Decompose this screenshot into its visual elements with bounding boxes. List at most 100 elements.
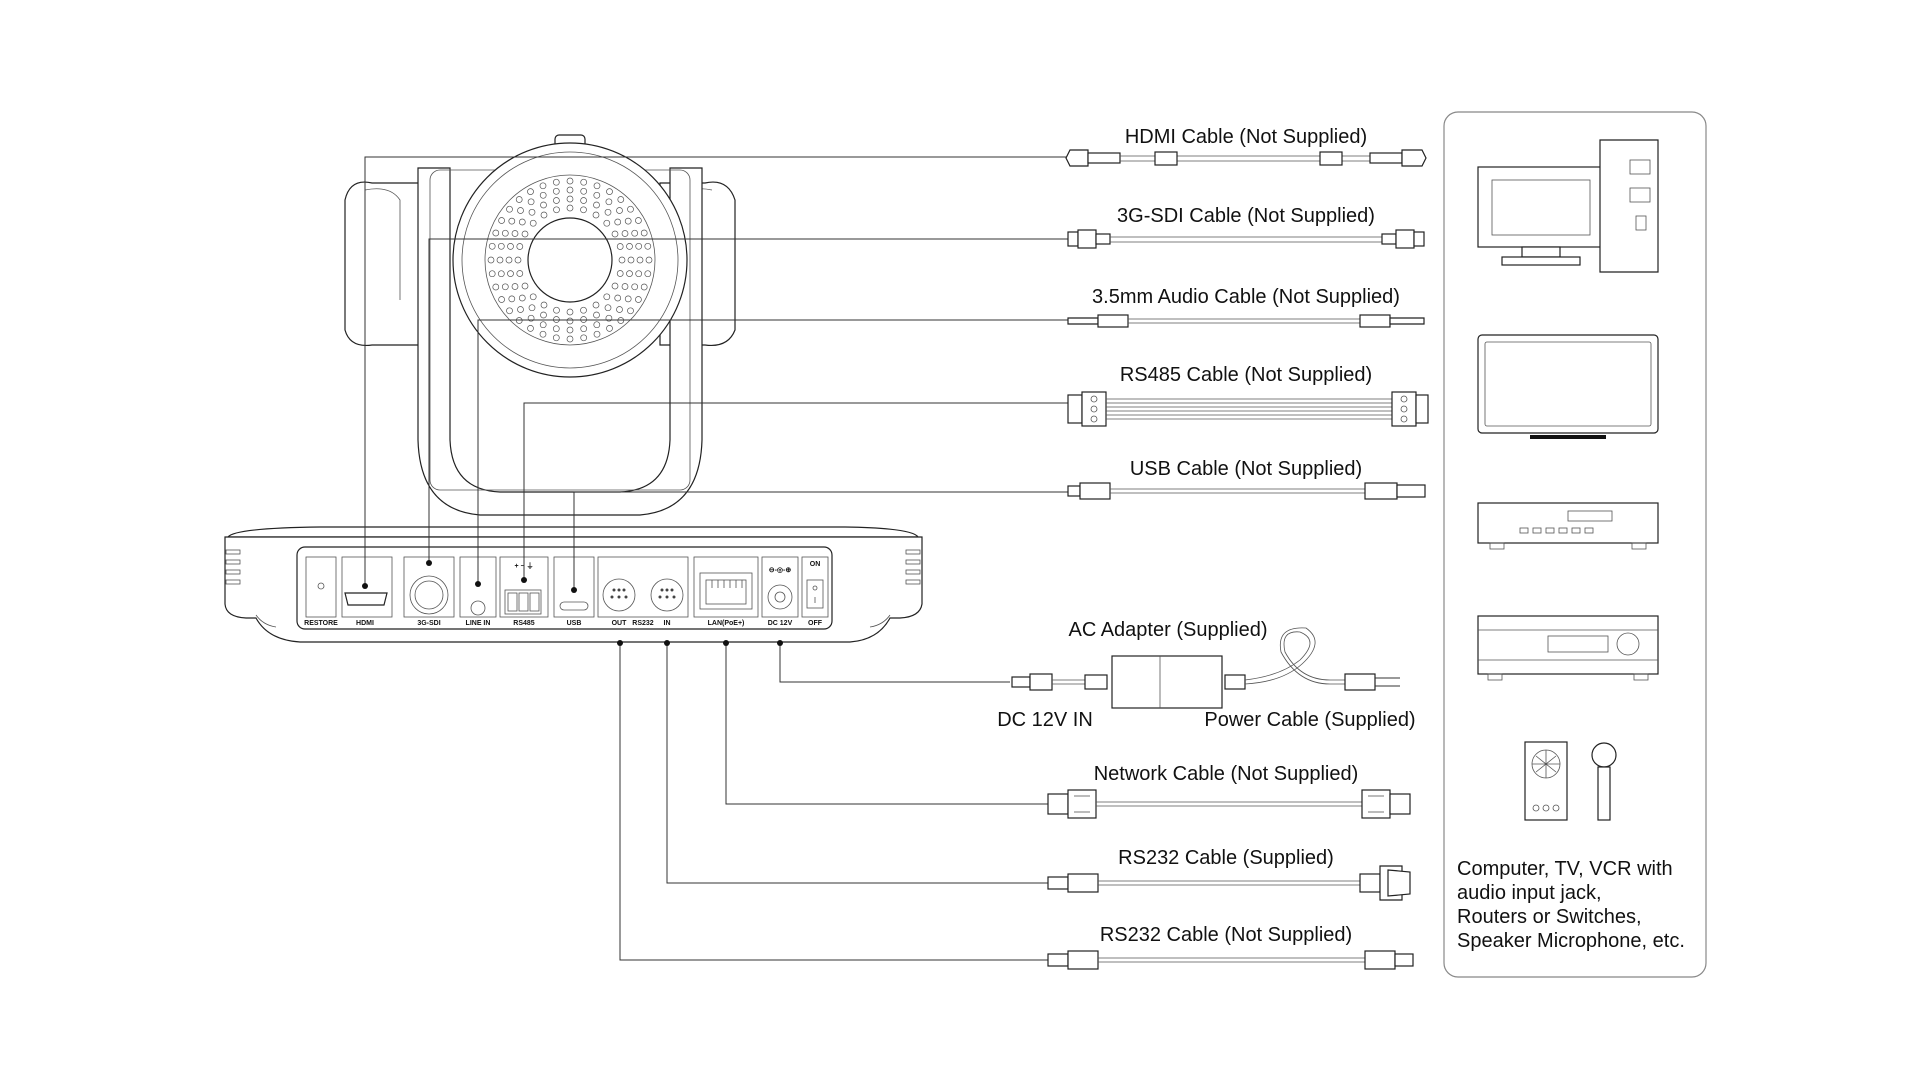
- ir-led: [492, 229, 500, 237]
- ir-led: [517, 306, 524, 313]
- ir-led: [617, 196, 625, 203]
- ir-led: [618, 256, 626, 264]
- ir-led: [631, 283, 639, 291]
- ir-led: [580, 306, 587, 314]
- ir-led: [644, 270, 652, 278]
- ir-led: [626, 243, 633, 250]
- ir-led: [645, 256, 653, 264]
- ir-led: [593, 191, 601, 199]
- ir-led: [506, 307, 513, 315]
- ir-led: [640, 283, 648, 291]
- ir-led: [539, 182, 547, 190]
- ir-led: [511, 230, 519, 237]
- ir-led: [521, 230, 529, 238]
- usb-cable: USB Cable (Not Supplied): [1067, 458, 1426, 500]
- hdmi-port-label: HDMI: [356, 620, 374, 627]
- ir-led: [515, 196, 523, 203]
- ir-led: [627, 256, 635, 264]
- ir-led: [635, 296, 642, 303]
- computer-icon: [1477, 139, 1659, 273]
- ir-led: [501, 229, 509, 237]
- ir-led: [616, 270, 624, 277]
- ir-led: [616, 207, 623, 214]
- switch-off-label: OFF: [808, 620, 823, 627]
- ir-led-ring: [487, 177, 653, 343]
- rs232-not-supplied-label: RS232 Cable (Not Supplied): [1100, 924, 1352, 946]
- ir-led: [506, 205, 513, 213]
- restore-port: RESTORE: [304, 556, 338, 627]
- speaker-microphone-icon: [1524, 741, 1617, 821]
- ir-led: [529, 293, 537, 301]
- ir-led: [508, 217, 516, 225]
- ir-led: [505, 256, 513, 264]
- ir-led: [529, 219, 537, 227]
- sdi-cable-label: 3G-SDI Cable (Not Supplied): [1117, 205, 1375, 227]
- ir-led: [580, 334, 588, 342]
- ir-led: [540, 211, 548, 219]
- ir-led: [540, 301, 548, 309]
- hdmi-port: HDMI: [341, 556, 393, 627]
- ir-led: [521, 282, 529, 290]
- ir-led: [580, 325, 588, 333]
- network-cable-label: Network Cable (Not Supplied): [1094, 763, 1359, 785]
- ir-led: [624, 217, 632, 225]
- ir-led: [580, 206, 587, 214]
- ir-led: [593, 182, 601, 190]
- ir-led: [511, 283, 519, 290]
- ir-led: [540, 311, 547, 319]
- ac-adapter-label: AC Adapter (Supplied): [1068, 619, 1267, 641]
- ir-led: [496, 256, 504, 264]
- dc-12v-label: DC 12V: [768, 620, 793, 627]
- device-panel: Computer, TV, VCR with audio input jack,…: [1443, 111, 1707, 978]
- hdmi-cable-label: HDMI Cable (Not Supplied): [1125, 126, 1367, 148]
- ir-led: [636, 256, 644, 264]
- ir-led: [516, 243, 524, 250]
- ir-led: [539, 330, 547, 338]
- ir-led: [527, 325, 534, 332]
- ir-led: [580, 178, 588, 186]
- audio-cable-label: 3.5mm Audio Cable (Not Supplied): [1092, 286, 1400, 308]
- ir-led: [635, 270, 643, 278]
- ir-led: [498, 217, 505, 224]
- ir-led: [507, 270, 514, 277]
- lan-port: LAN(PoE+): [693, 556, 759, 627]
- ir-led: [627, 205, 634, 213]
- ir-led: [566, 317, 574, 325]
- ir-led: [606, 325, 613, 332]
- ir-led: [592, 211, 600, 219]
- ir-led: [553, 306, 560, 314]
- ir-led: [552, 187, 560, 195]
- ir-led: [518, 294, 526, 302]
- ir-led: [492, 283, 500, 291]
- rs232-not-supplied-cable: RS232 Cable (Not Supplied): [1047, 924, 1414, 970]
- rs232-supplied-cable: RS232 Cable (Supplied): [1047, 847, 1411, 901]
- audio-cable: 3.5mm Audio Cable (Not Supplied): [1067, 286, 1425, 328]
- ir-led: [644, 242, 652, 250]
- ir-led: [566, 195, 574, 203]
- ir-led: [566, 204, 574, 212]
- ir-led: [593, 311, 600, 319]
- ir-led: [580, 197, 587, 204]
- ir-led: [540, 201, 547, 209]
- rs232-out-label: OUT: [612, 620, 628, 627]
- rs485-cable-label: RS485 Cable (Not Supplied): [1120, 364, 1372, 386]
- ir-led: [621, 283, 629, 290]
- ir-led: [498, 296, 505, 303]
- ir-led: [566, 326, 574, 334]
- usb-cable-label: USB Cable (Not Supplied): [1130, 458, 1362, 480]
- ir-led: [517, 207, 524, 214]
- svg-text:⊖-◎-⊕: ⊖-◎-⊕: [769, 567, 792, 574]
- ir-led: [488, 270, 496, 278]
- ac-adapter: AC Adapter (Supplied) DC 12V IN Power Ca…: [997, 619, 1415, 731]
- device-text-line-1: Computer, TV, VCR with: [1457, 858, 1673, 880]
- device-text-line-2: audio input jack,: [1457, 882, 1602, 904]
- switch-on-label: ON: [810, 561, 821, 568]
- ir-led: [514, 256, 522, 264]
- rs232-supplied-label: RS232 Cable (Supplied): [1118, 847, 1334, 869]
- ir-led: [497, 242, 505, 250]
- ir-led: [611, 230, 619, 238]
- ir-led: [593, 330, 601, 338]
- vcr-icon: [1477, 502, 1659, 550]
- rs232-in-label: IN: [664, 620, 671, 627]
- ir-led: [497, 270, 505, 278]
